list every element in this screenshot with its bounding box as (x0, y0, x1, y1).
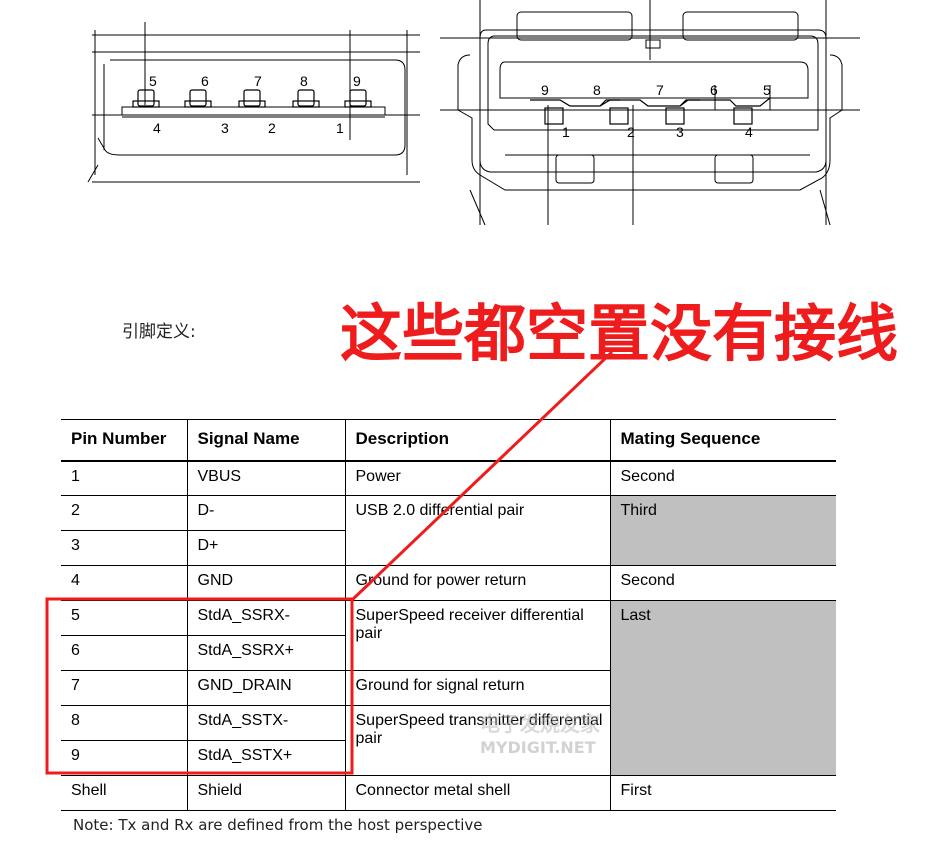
table-note: Note: Tx and Rx are defined from the hos… (73, 816, 483, 834)
watermark-subtext: MYDIGIT.NET (480, 738, 596, 757)
pin-cell: 3 (61, 530, 187, 566)
signal-cell: Shield (186, 775, 345, 811)
pin-cell: 8 (61, 705, 187, 741)
right-bottom-pin-label: 4 (745, 124, 753, 140)
pin-cell: 7 (61, 670, 187, 706)
header-pin-number: Pin Number (61, 419, 187, 462)
header-mating-sequence: Mating Sequence (609, 419, 836, 462)
table-header-row: Pin Number Signal Name Description Matin… (61, 419, 836, 462)
pin-definition-label: 引脚定义: (122, 322, 196, 342)
table-row: 3 D+ (61, 530, 836, 566)
watermark-text: 电子发烧友家 (480, 712, 600, 736)
mating-cell: Second (609, 565, 836, 601)
left-bottom-pin-label: 4 (153, 120, 161, 136)
header-signal-name: Signal Name (186, 419, 345, 462)
pin-cell: 1 (61, 460, 187, 496)
description-cell: SuperSpeed receiver differential pair (344, 600, 610, 671)
left-top-pin-label: 6 (201, 73, 209, 89)
signal-cell: StdA_SSTX+ (186, 740, 345, 776)
right-bottom-pin-label: 3 (676, 124, 684, 140)
mating-cell: Last (609, 600, 836, 776)
table-row: Shell Shield Connector metal shell First (61, 775, 836, 811)
signal-cell: StdA_SSTX- (186, 705, 345, 741)
pin-cell: 9 (61, 740, 187, 776)
header-description: Description (344, 419, 610, 462)
annotation-text: 这些都空置没有接线 (340, 297, 899, 370)
left-top-pin-label: 9 (353, 73, 361, 89)
left-top-pin-label: 5 (149, 73, 157, 89)
pin-cell: 5 (61, 600, 187, 636)
description-cell: USB 2.0 differential pair (344, 495, 610, 566)
signal-cell: D+ (186, 530, 345, 566)
left-top-pin-label: 8 (300, 73, 308, 89)
left-top-pin-label: 7 (254, 73, 262, 89)
right-top-pin-label: 5 (763, 82, 771, 98)
right-top-pin-label: 9 (541, 82, 549, 98)
signal-cell: GND (186, 565, 345, 601)
description-cell: Power (344, 460, 610, 496)
right-top-pin-label: 8 (593, 82, 601, 98)
signal-cell: VBUS (186, 460, 345, 496)
pin-table: Pin Number Signal Name Description Matin… (61, 419, 836, 811)
signal-cell: StdA_SSRX+ (186, 635, 345, 671)
mating-cell: Third (609, 495, 836, 566)
left-bottom-pin-label: 2 (268, 120, 276, 136)
table-row: 1 VBUS Power Second (61, 460, 836, 496)
right-top-pin-label: 7 (656, 82, 664, 98)
pin-cell: 2 (61, 495, 187, 531)
signal-cell: GND_DRAIN (186, 670, 345, 706)
mating-cell: First (609, 775, 836, 811)
table-row: 4 GND Ground for power return Second (61, 565, 836, 601)
description-cell: Connector metal shell (344, 775, 610, 811)
signal-cell: StdA_SSRX- (186, 600, 345, 636)
table-row: 5 StdA_SSRX- SuperSpeed receiver differe… (61, 600, 836, 776)
description-cell: Ground for signal return (344, 670, 610, 706)
left-bottom-pin-label: 3 (221, 120, 229, 136)
connector-diagrams: 5 6 7 8 9 4 3 2 1 (87, 0, 860, 226)
pin-cell: 6 (61, 635, 187, 671)
right-bottom-pin-label: 1 (562, 124, 570, 140)
description-cell: SuperSpeed transmitter differential pair (344, 705, 610, 776)
pin-cell: Shell (61, 775, 187, 811)
mating-cell: Second (609, 460, 836, 496)
left-bottom-pin-label: 1 (336, 120, 344, 136)
table-row: 2 D- USB 2.0 differential pair Third (61, 495, 836, 566)
right-bottom-pin-label: 2 (627, 124, 635, 140)
pin-cell: 4 (61, 565, 187, 601)
description-cell: Ground for power return (344, 565, 610, 601)
signal-cell: D- (186, 495, 345, 531)
right-top-pin-label: 6 (710, 82, 718, 98)
